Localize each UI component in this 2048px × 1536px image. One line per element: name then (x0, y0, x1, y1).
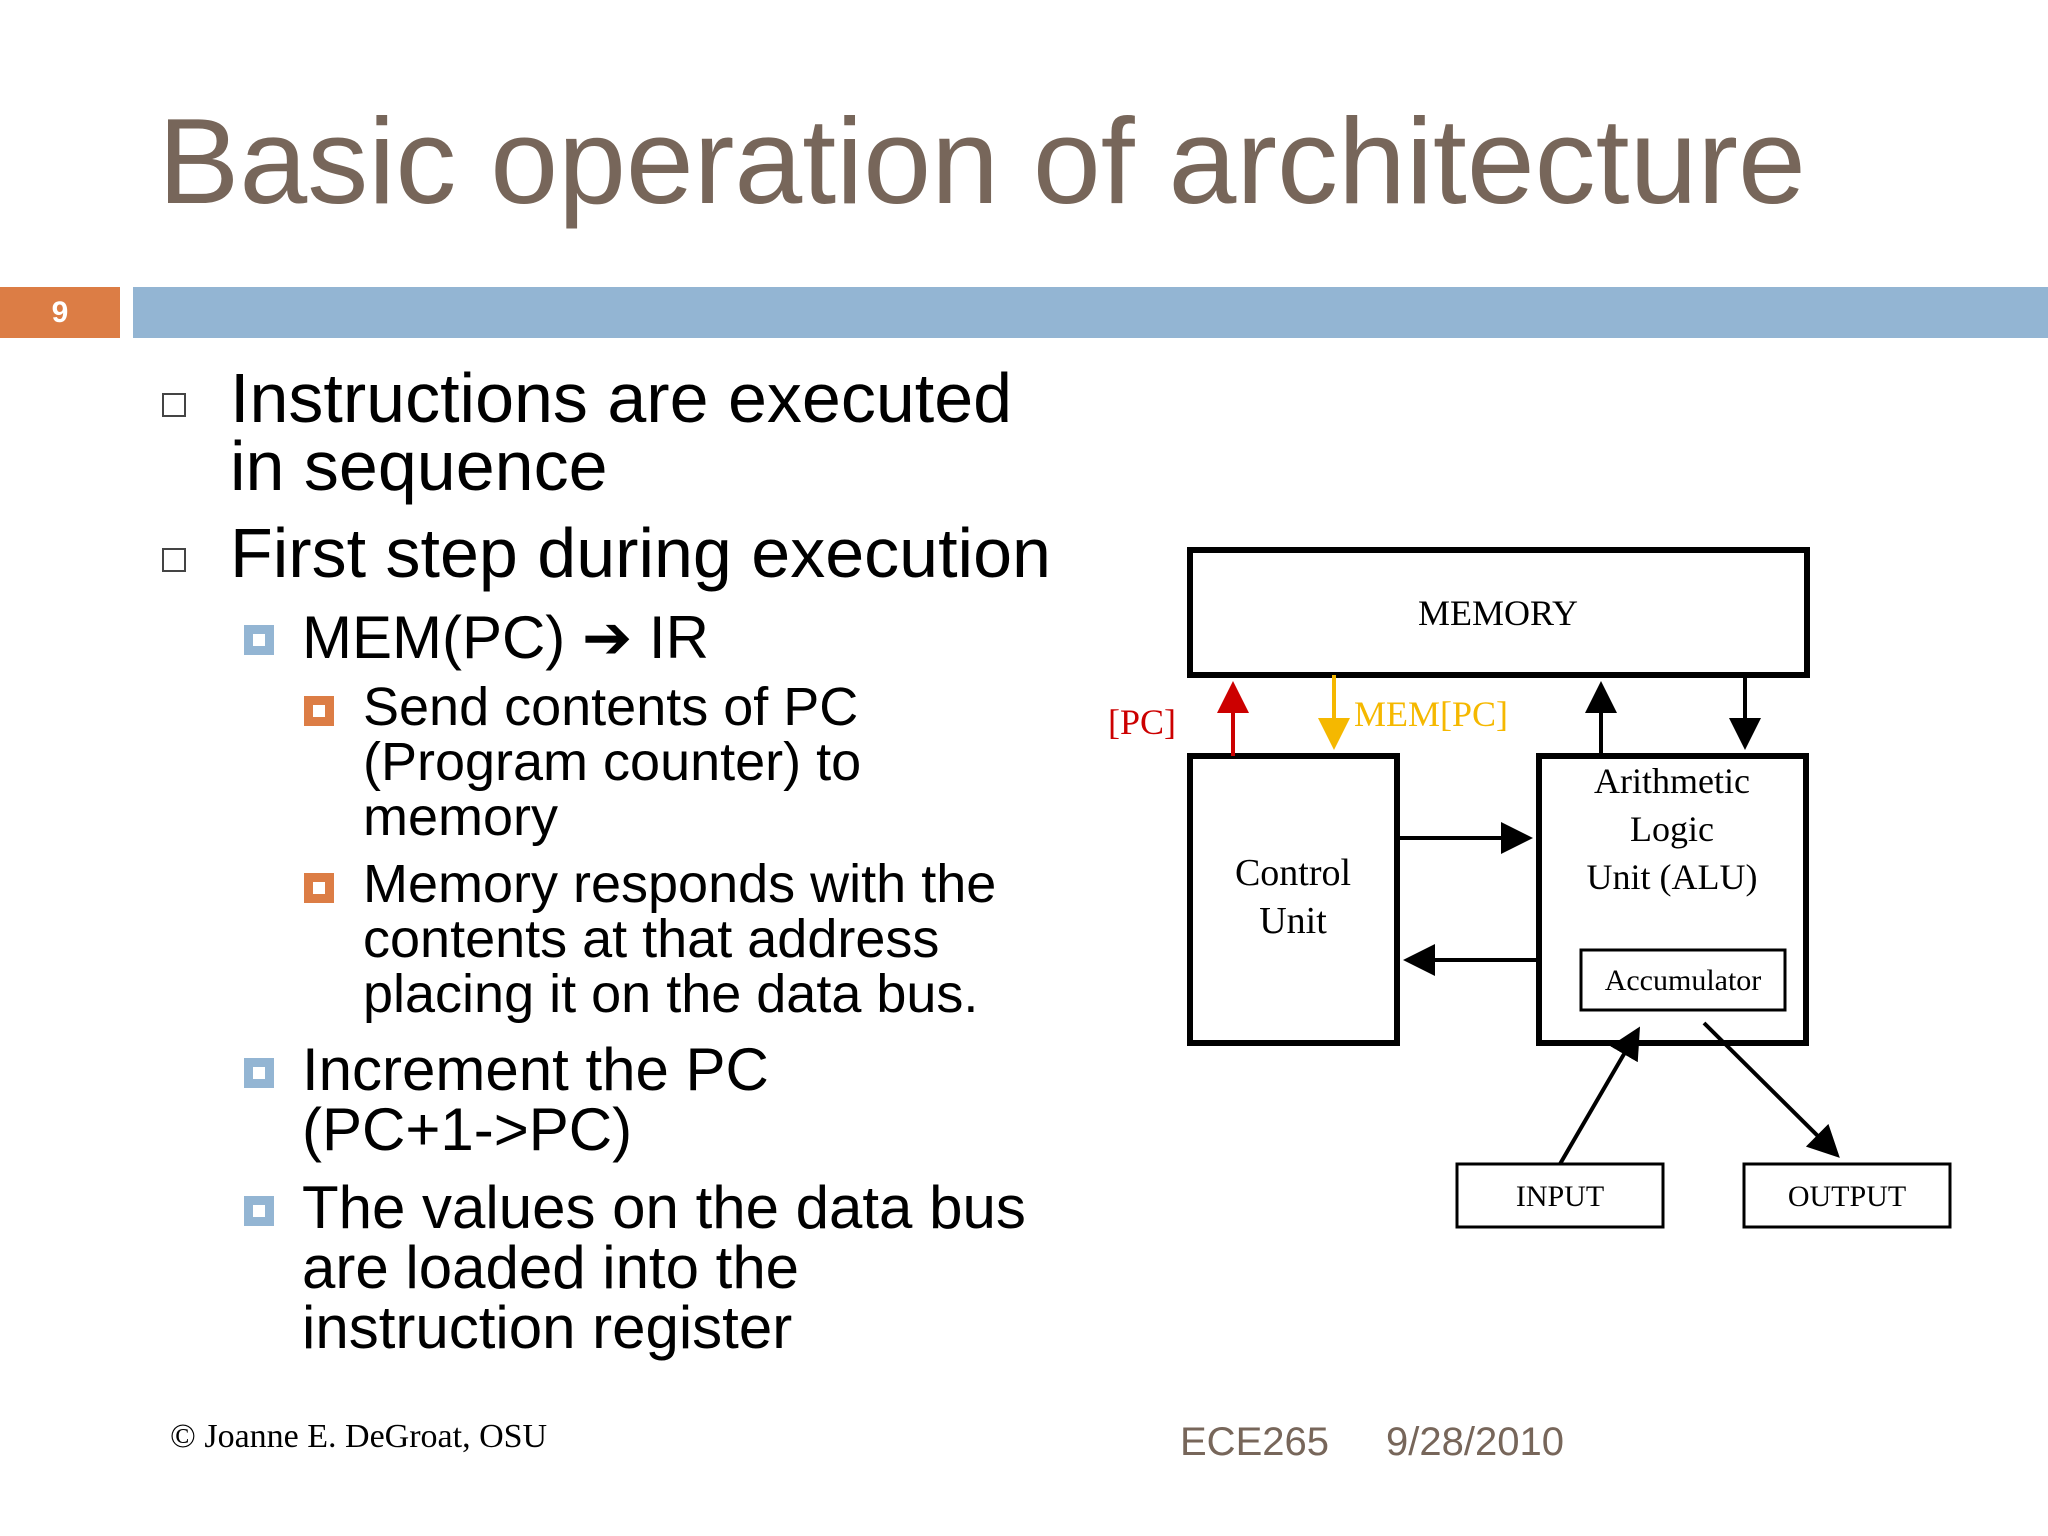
bullet-text: memory (363, 787, 559, 847)
bullet-square-icon (162, 393, 186, 417)
accumulator-label: Accumulator (1605, 964, 1762, 997)
output-label: OUTPUT (1788, 1180, 1906, 1213)
bullet-text: Increment the PC (302, 1036, 769, 1103)
slide-title: Basic operation of architecture (158, 93, 1806, 229)
sub-bullet-icon (244, 1058, 274, 1088)
header-bar (133, 287, 2048, 338)
bullet-text: contents at that address (363, 909, 940, 969)
bullet-text: Instructions are executed (230, 359, 1013, 437)
memory-box (1187, 547, 1810, 678)
pc-label: [PC] (1108, 702, 1176, 742)
bullet-text: The values on the data bus (302, 1174, 1026, 1241)
sub-sub-bullet-icon (304, 696, 334, 726)
bullet-text: (Program counter) to (363, 732, 862, 792)
accumulator-box (1579, 948, 1787, 1012)
control-unit-label: Control (1235, 852, 1351, 894)
slide-number: 9 (0, 287, 120, 338)
footer-date: 9/28/2010 (1386, 1420, 1564, 1464)
bullet-square-icon (162, 548, 186, 572)
footer-copyright: © Joanne E. DeGroat, OSU (170, 1418, 548, 1455)
sub-bullet-icon (244, 1196, 274, 1226)
alu-to-output-arrow (1702, 1021, 1840, 1158)
alu-label: Logic (1630, 809, 1714, 849)
memory-label: MEMORY (1418, 593, 1578, 633)
control-unit-box (1187, 753, 1400, 1046)
output-box (1742, 1162, 1952, 1229)
bullet-text: MEM(PC) ➔ IR (302, 604, 709, 671)
sub-sub-bullet-icon (304, 873, 334, 903)
bullet-text: Send contents of PC (363, 677, 859, 737)
footer-course: ECE265 (1180, 1420, 1329, 1464)
input-to-alu-arrow (1558, 1026, 1641, 1166)
input-label: INPUT (1516, 1180, 1604, 1213)
mempc-label: MEM[PC] (1354, 694, 1508, 734)
bullet-text: are loaded into the (302, 1234, 800, 1301)
alu-label: Unit (ALU) (1587, 857, 1758, 897)
control-unit-label: Unit (1259, 900, 1327, 942)
alu-label: Arithmetic (1594, 761, 1750, 801)
bullet-text: (PC+1->PC) (302, 1096, 633, 1163)
bullet-text: placing it on the data bus. (363, 964, 979, 1024)
bullet-text: in sequence (230, 427, 608, 505)
bullet-text: instruction register (302, 1294, 793, 1361)
sub-bullet-icon (244, 625, 274, 655)
bullet-text: First step during execution (230, 514, 1051, 592)
bullet-text: Memory responds with the (363, 854, 997, 914)
